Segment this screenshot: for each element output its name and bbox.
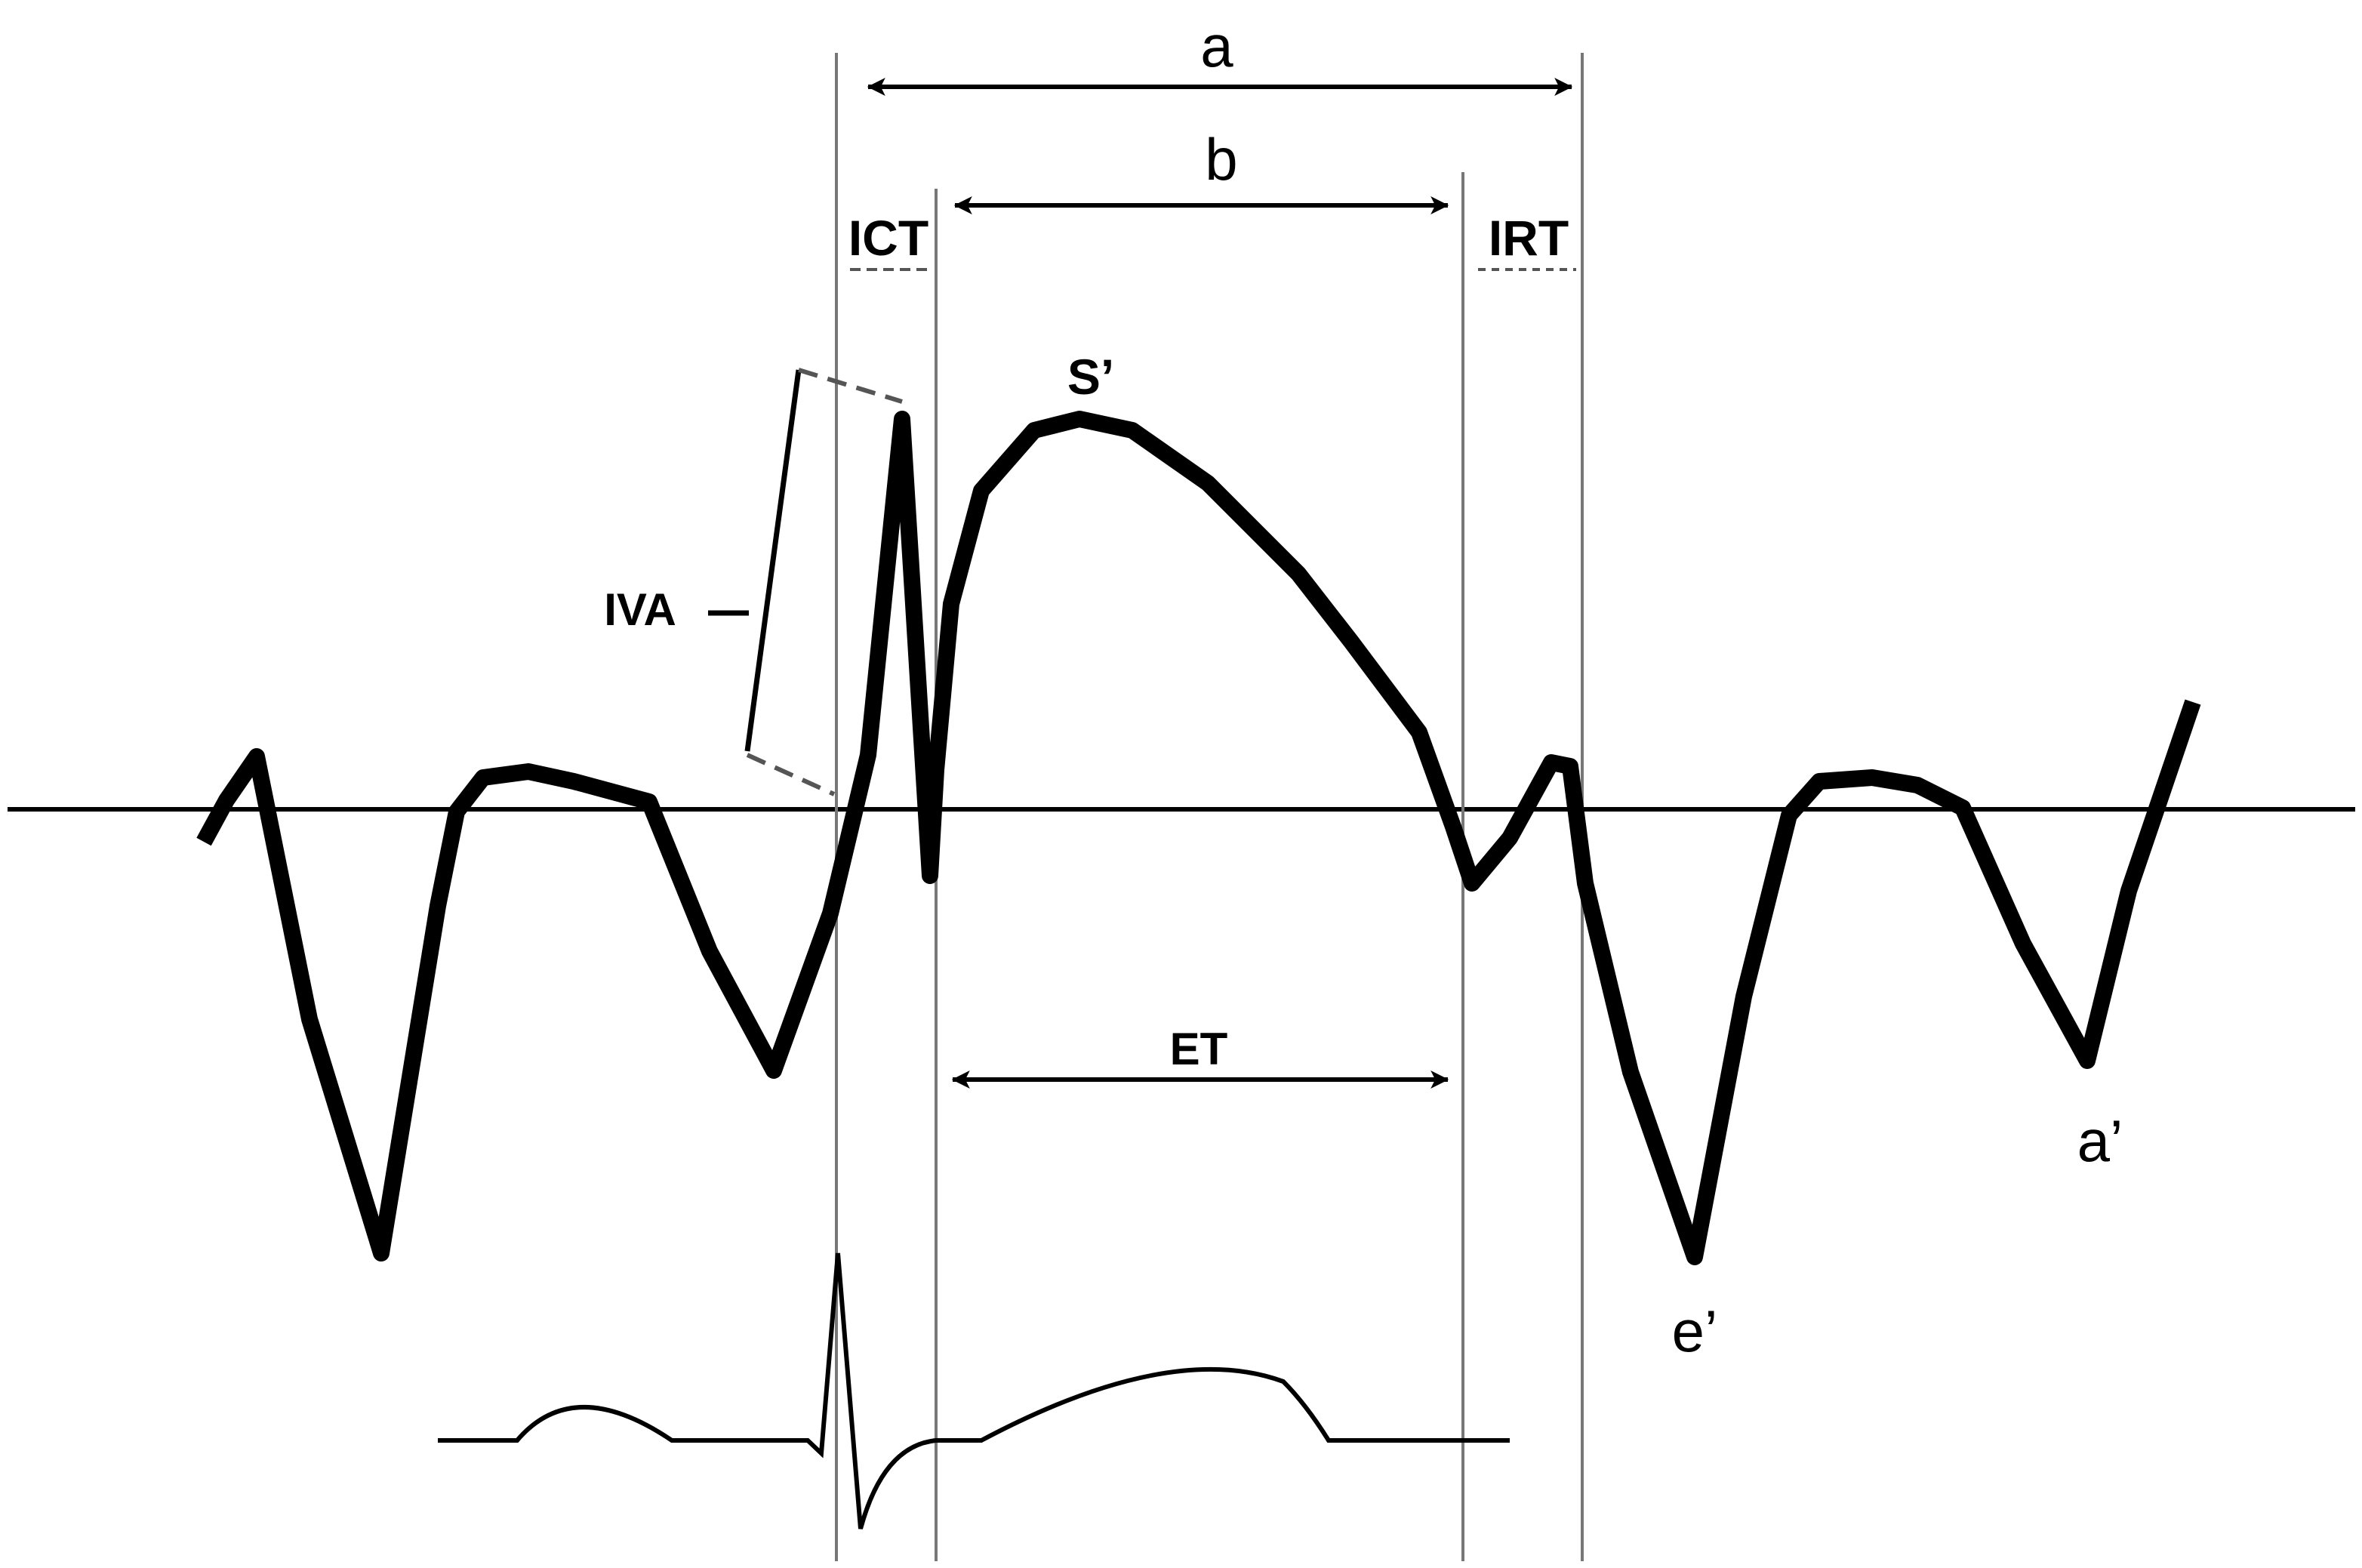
ecg-trace: [438, 1252, 1510, 1529]
label-s-prime: S’: [1067, 349, 1114, 405]
label-irt: IRT: [1489, 210, 1569, 266]
velocity-waveform: [196, 411, 2201, 1265]
iva-dashed-bottom: [746, 753, 836, 796]
label-b: b: [1205, 126, 1237, 193]
iva-slope-line: [744, 369, 802, 752]
label-e-prime: e’: [1672, 1298, 1718, 1364]
label-a-prime: a’: [2077, 1107, 2123, 1174]
label-a: a: [1200, 13, 1233, 79]
label-et: ET: [1170, 1024, 1228, 1074]
label-iva: IVA: [604, 584, 676, 635]
label-ict: ICT: [848, 210, 928, 266]
iva-dashed-top: [798, 368, 903, 404]
